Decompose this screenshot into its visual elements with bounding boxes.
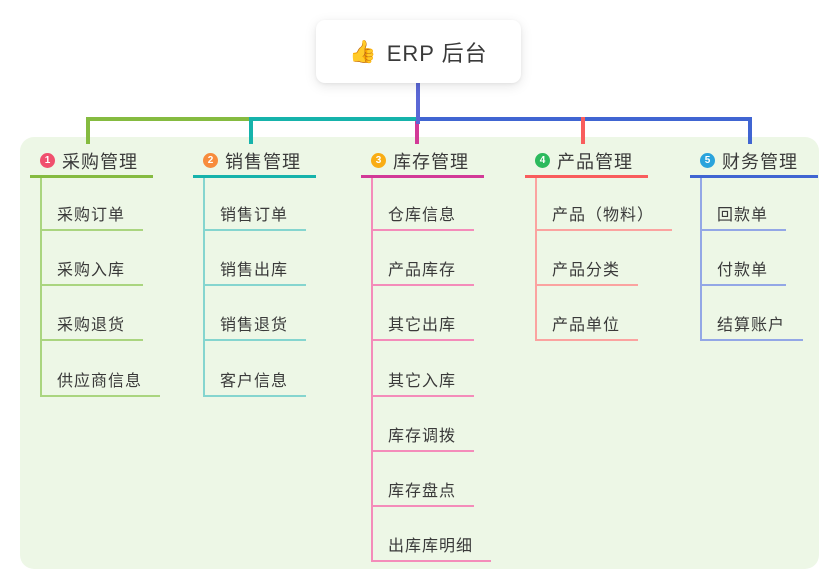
child-node-采购退货[interactable]: 采购退货 [40,313,144,341]
branch-title-label: 采购管理 [62,151,138,172]
child-node-产品分类[interactable]: 产品分类 [535,258,639,286]
child-node-库存调拨[interactable]: 库存调拨 [371,424,475,452]
branch-drop-line [748,117,752,144]
child-node-产品单位[interactable]: 产品单位 [535,313,639,341]
child-node-label: 其它出库 [388,317,457,334]
root-node-label: ERP 后台 [386,40,488,66]
child-node-销售退货[interactable]: 销售退货 [203,313,307,341]
branch-number-badge: 3 [371,153,386,168]
branch-child-connector [535,178,537,341]
branches-panel [20,137,819,569]
branch-node-财务管理[interactable]: 5 财务管理 [690,146,818,178]
child-node-label: 销售订单 [220,207,289,224]
child-node-采购订单[interactable]: 采购订单 [40,203,144,231]
branch-title-label: 财务管理 [722,151,798,172]
child-node-label: 出库库明细 [388,538,474,555]
child-node-label: 产品分类 [552,262,621,279]
branch-number-badge: 1 [40,153,55,168]
child-node-label: 供应商信息 [57,373,143,390]
child-node-label: 产品库存 [388,262,457,279]
root-stem-line [416,83,420,124]
child-node-label: 采购订单 [57,207,126,224]
child-node-label: 付款单 [717,262,769,279]
branch-drop-line [249,117,253,144]
branch-child-connector [203,178,205,397]
child-node-库存盘点[interactable]: 库存盘点 [371,479,475,507]
branch-drop-line [415,121,419,144]
child-node-label: 仓库信息 [388,207,457,224]
branch-child-connector [700,178,702,341]
child-node-label: 回款单 [717,207,769,224]
root-node[interactable]: 👍 ERP 后台 [316,20,521,83]
branch-node-采购管理[interactable]: 1 采购管理 [30,146,153,178]
child-node-产品（物料）[interactable]: 产品（物料） [535,203,673,231]
branch-title-label: 产品管理 [557,151,633,172]
child-node-label: 销售退货 [220,317,289,334]
child-node-label: 产品（物料） [552,207,655,224]
child-node-label: 其它入库 [388,373,457,390]
branch-title-label: 销售管理 [225,151,301,172]
branch-node-产品管理[interactable]: 4 产品管理 [525,146,648,178]
thumbs-up-icon: 👍 [349,38,378,64]
branch-number-badge: 4 [535,153,550,168]
child-node-回款单[interactable]: 回款单 [700,203,787,231]
child-node-label: 采购退货 [57,317,126,334]
branch-drop-line [86,117,90,144]
branch-drop-line [581,117,585,144]
branch-title-label: 库存管理 [393,151,469,172]
child-node-其它出库[interactable]: 其它出库 [371,313,475,341]
child-node-仓库信息[interactable]: 仓库信息 [371,203,475,231]
child-node-出库库明细[interactable]: 出库库明细 [371,534,492,562]
trunk-segment-green [86,117,251,121]
child-node-label: 产品单位 [552,317,621,334]
child-node-销售订单[interactable]: 销售订单 [203,203,307,231]
child-node-label: 客户信息 [220,373,289,390]
child-node-销售出库[interactable]: 销售出库 [203,258,307,286]
branch-child-connector [40,178,42,397]
child-node-label: 销售出库 [220,262,289,279]
trunk-segment-teal [249,117,419,121]
child-node-label: 结算账户 [717,317,786,334]
child-node-label: 采购入库 [57,262,126,279]
child-node-供应商信息[interactable]: 供应商信息 [40,369,161,397]
child-node-其它入库[interactable]: 其它入库 [371,369,475,397]
child-node-label: 库存调拨 [388,428,457,445]
branch-node-销售管理[interactable]: 2 销售管理 [193,146,316,178]
child-node-label: 库存盘点 [388,483,457,500]
child-node-结算账户[interactable]: 结算账户 [700,313,804,341]
branch-number-badge: 5 [700,153,715,168]
branch-node-库存管理[interactable]: 3 库存管理 [361,146,484,178]
child-node-客户信息[interactable]: 客户信息 [203,369,307,397]
branch-child-connector [371,178,373,562]
child-node-付款单[interactable]: 付款单 [700,258,787,286]
child-node-产品库存[interactable]: 产品库存 [371,258,475,286]
branch-number-badge: 2 [203,153,218,168]
child-node-采购入库[interactable]: 采购入库 [40,258,144,286]
